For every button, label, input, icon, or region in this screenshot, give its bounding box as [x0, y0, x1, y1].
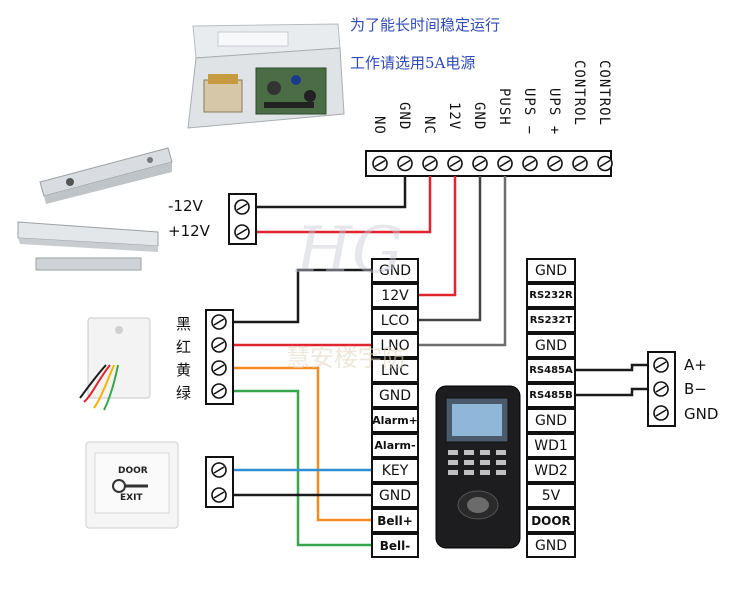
- controller-terminal-r-gnd: GND: [526, 258, 576, 283]
- power-terminal-screw-slot: [524, 159, 536, 168]
- controller-terminal-alarm-minus: Alarm-: [371, 433, 419, 458]
- wire-lock-negative: [255, 176, 407, 209]
- power-terminal-label-5: PUSH: [496, 88, 512, 126]
- rs485-gnd-label: GND: [684, 405, 719, 423]
- exit-button-exit-text: EXIT: [120, 493, 143, 503]
- door-sensor-image: [79, 317, 151, 411]
- lock-positive-label: +12V: [168, 222, 210, 240]
- wire-controller-lco: [418, 176, 482, 322]
- power-supply-image: [187, 23, 345, 129]
- power-terminal-label-3: 12V: [446, 102, 462, 131]
- card-reader-device: [435, 385, 521, 549]
- controller-terminal-wd2: WD2: [526, 458, 576, 483]
- lock-negative-label: -12V: [168, 197, 203, 215]
- sensor-color-green: 绿: [176, 384, 192, 402]
- controller-terminal-wd1: WD1: [526, 433, 576, 458]
- power-terminal-screw-slot: [399, 159, 411, 168]
- wire-lock-positive: [255, 176, 432, 234]
- exit-button-image: [85, 441, 179, 529]
- controller-terminal-12v: 12V: [371, 283, 419, 308]
- controller-terminal-r-gnd-4: GND: [526, 533, 576, 558]
- power-terminal-label-0: NO: [371, 116, 387, 135]
- power-terminal-label-7: UPS +: [546, 88, 562, 136]
- power-terminal-screw-slot: [599, 159, 611, 168]
- wire-rs485-b: [575, 387, 650, 397]
- wire-sensor-green: [232, 389, 372, 547]
- rs485-a-label: A+: [684, 356, 707, 374]
- power-note-line1: 为了能长时间稳定运行: [350, 16, 501, 34]
- controller-terminal-r-gnd-2: GND: [526, 333, 576, 358]
- controller-terminal-key: KEY: [371, 458, 419, 483]
- wire-rs485-a: [575, 363, 650, 372]
- controller-terminal-lnc: LNC: [371, 358, 419, 383]
- power-terminal-screw-slot: [374, 159, 386, 168]
- power-terminal-label-1: GND: [396, 102, 412, 131]
- power-terminal-screw-slot: [549, 159, 561, 168]
- controller-terminal-rs485b: RS485B: [526, 383, 576, 408]
- controller-terminal-rs485a: RS485A: [526, 358, 576, 383]
- power-terminal-screw-slot: [574, 159, 586, 168]
- sensor-color-red: 红: [176, 338, 192, 356]
- power-terminal-label-8: CONTROL: [571, 60, 587, 127]
- controller-terminal-rs232r: RS232R: [526, 283, 576, 308]
- power-terminal-label-9: CONTROL: [596, 60, 612, 127]
- watermark-logo: HG: [296, 214, 403, 288]
- exit-button-door-text: DOOR: [118, 466, 148, 476]
- rs485-terminal-block: [647, 351, 676, 427]
- sensor-terminal-block: [205, 309, 234, 405]
- bolt-lock-image: [39, 147, 173, 204]
- power-terminal-label-2: NC: [421, 116, 437, 135]
- wire-controller-lno: [418, 176, 507, 347]
- sensor-color-yellow: 黄: [176, 361, 192, 379]
- magnetic-lock-image: [17, 221, 159, 271]
- power-terminal-screw-slot: [449, 159, 461, 168]
- wire-sensor-black: [232, 268, 372, 324]
- controller-terminal-gnd: GND: [371, 258, 419, 283]
- lock-terminal-block: [228, 193, 257, 245]
- power-note-line2: 工作请选用5A电源: [350, 54, 476, 72]
- controller-terminal-bell-plus: Bell+: [371, 508, 419, 533]
- controller-terminal-rs232t: RS232T: [526, 308, 576, 333]
- rs485-b-label: B−: [684, 380, 707, 398]
- power-terminal-screw-slot: [474, 159, 486, 168]
- controller-terminal-r-gnd-3: GND: [526, 408, 576, 433]
- power-terminal-screw-slot: [424, 159, 436, 168]
- exit-terminal-block: [205, 456, 234, 508]
- sensor-color-black: 黑: [176, 315, 192, 333]
- controller-terminal-alarm-plus: Alarm+: [371, 408, 419, 433]
- controller-terminal-door: DOOR: [526, 508, 576, 533]
- controller-terminal-5v: 5V: [526, 483, 576, 508]
- controller-terminal-gnd-3: GND: [371, 483, 419, 508]
- power-terminal-label-4: GND: [471, 102, 487, 131]
- controller-terminal-gnd-2: GND: [371, 383, 419, 408]
- controller-terminal-lno: LNO: [371, 333, 419, 358]
- wire-sensor-yellow: [232, 366, 372, 522]
- power-terminal-screw-slot: [499, 159, 511, 168]
- controller-terminal-bell-minus: Bell-: [371, 533, 419, 558]
- power-terminal-block: [365, 150, 613, 177]
- wire-controller-12v: [418, 176, 457, 297]
- controller-terminal-lco: LCO: [371, 308, 419, 333]
- power-terminal-label-6: UPS −: [521, 88, 537, 136]
- watermark-text: 慧安楼宇防: [286, 344, 406, 372]
